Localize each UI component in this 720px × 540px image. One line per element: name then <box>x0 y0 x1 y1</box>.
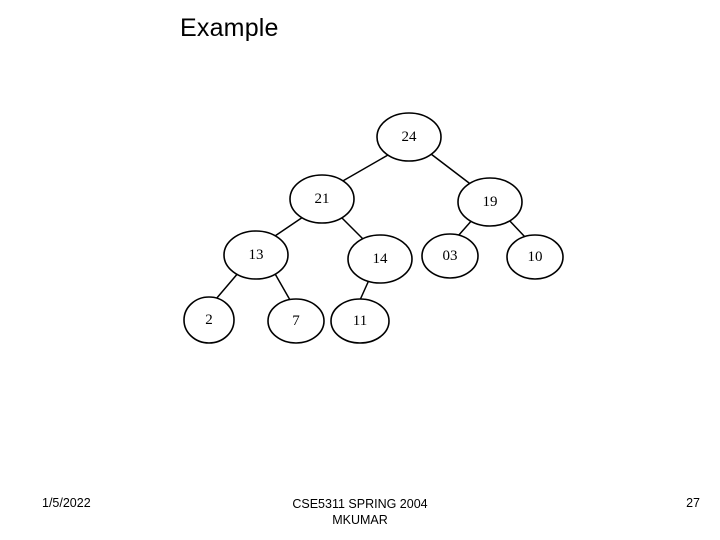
page-title: Example <box>180 14 279 42</box>
tree-node-label: 03 <box>443 248 458 264</box>
tree-node: 10 <box>506 234 564 280</box>
tree-edge-n21-n13 <box>271 216 304 239</box>
tree-node-shape-21 <box>289 174 355 224</box>
tree-node-layer: 24 21 19 13 14 03 10 2 7 11 <box>183 112 564 344</box>
tree-node: 19 <box>457 177 523 227</box>
tree-node-shape-2 <box>183 296 235 344</box>
tree-node-label: 24 <box>402 129 418 145</box>
tree-node-shape-11 <box>330 298 390 344</box>
tree-edge-n13-n7 <box>273 271 291 301</box>
tree-node-label: 14 <box>373 251 389 267</box>
tree-edge-n19-n10 <box>507 218 526 238</box>
tree-node: 24 <box>376 112 442 162</box>
tree-node-label: 2 <box>205 312 213 328</box>
tree-node-label: 10 <box>528 249 543 265</box>
tree-node-shape-24 <box>376 112 442 162</box>
tree-node-label: 13 <box>249 247 264 263</box>
tree-edge-n21-n14 <box>339 215 366 242</box>
tree-node-shape-10 <box>506 234 564 280</box>
tree-node-shape-7 <box>267 298 325 344</box>
tree-edge-layer <box>215 153 526 301</box>
tree-node-shape-19 <box>457 177 523 227</box>
tree-node: 7 <box>267 298 325 344</box>
footer-course-line-2: MKUMAR <box>332 513 388 527</box>
tree-edge-n24-n21 <box>340 154 389 183</box>
footer-course-info: CSE5311 SPRING 2004 MKUMAR <box>0 496 720 528</box>
footer-course-line-1: CSE5311 SPRING 2004 <box>292 497 428 511</box>
tree-node-label: 11 <box>353 313 367 329</box>
tree-node: 03 <box>421 233 479 279</box>
tree-node: 11 <box>330 298 390 344</box>
tree-node-label: 21 <box>315 191 330 207</box>
tree-node-label: 7 <box>292 313 300 329</box>
tree-edge-n14-n11 <box>359 279 370 301</box>
tree-edge-n13-n2 <box>215 271 240 300</box>
tree-node-label: 19 <box>483 194 498 210</box>
tree-node-shape-03 <box>421 233 479 279</box>
tree-node: 13 <box>223 230 289 280</box>
footer-date: 1/5/2022 <box>42 496 91 510</box>
tree-node: 2 <box>183 296 235 344</box>
tree-edge-n24-n19 <box>430 153 474 187</box>
tree-node: 21 <box>289 174 355 224</box>
footer-page-number: 27 <box>686 496 700 510</box>
tree-node-shape-14 <box>347 234 413 284</box>
tree-node-shape-13 <box>223 230 289 280</box>
tree-node: 14 <box>347 234 413 284</box>
